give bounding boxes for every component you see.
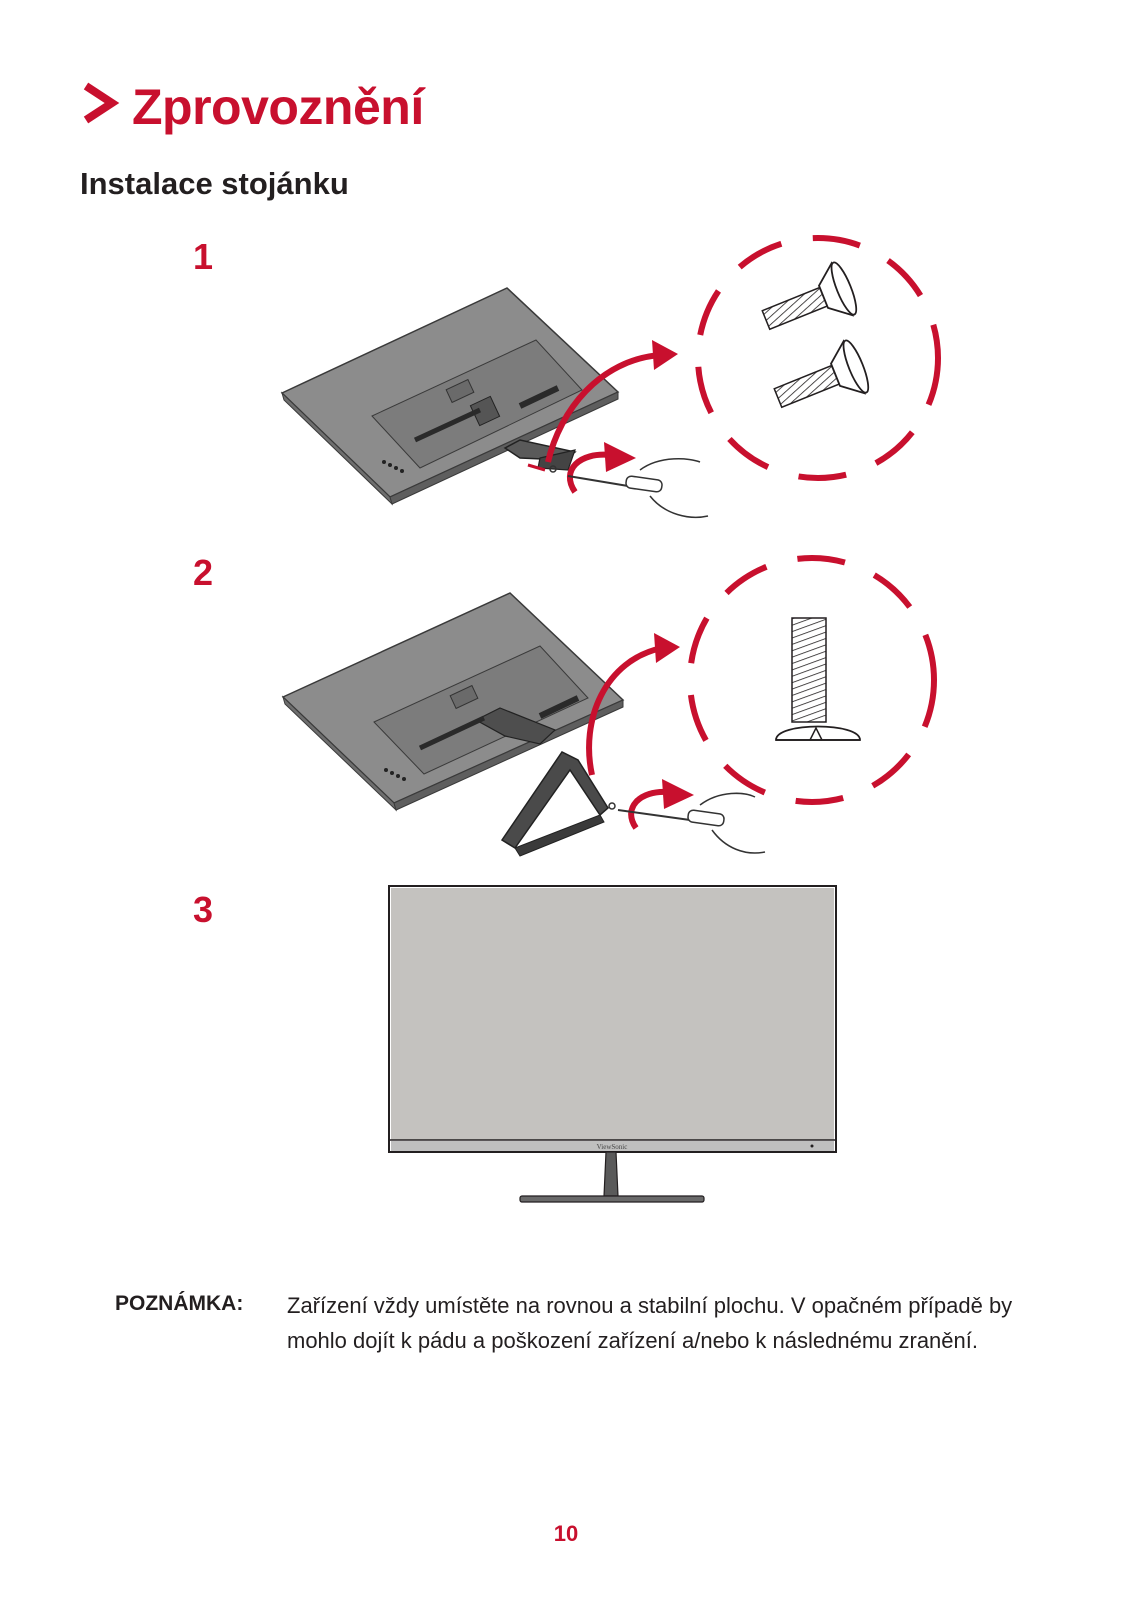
step-number-1: 1	[193, 236, 214, 277]
zoom-dashed-circle	[695, 235, 941, 481]
brand-logo: ViewSonic	[597, 1143, 628, 1151]
curved-arrow-icon	[586, 645, 663, 776]
page-title: Zprovoznění	[132, 79, 424, 135]
curved-arrow-icon	[567, 451, 611, 494]
step2-stand-base	[500, 751, 616, 857]
curved-arrow-icon	[628, 788, 669, 830]
curved-arrow-icon	[545, 352, 661, 463]
screw-icon	[761, 261, 858, 331]
step1-stand-neck	[503, 439, 577, 473]
step3-monitor-front	[388, 885, 837, 1203]
hand-icon	[639, 458, 709, 519]
note-label: POZNÁMKA:	[115, 1292, 244, 1315]
note-text: Zařízení vždy umístěte na rovnou a stabi…	[287, 1293, 1013, 1353]
zoom-dashed-circle	[687, 555, 937, 805]
hand-icon	[699, 792, 766, 854]
screw-icon	[773, 339, 870, 409]
step2-monitor	[281, 592, 625, 812]
step-number-2: 2	[193, 552, 214, 593]
screw-icon	[775, 617, 861, 741]
screwdriver-icon	[617, 809, 725, 827]
step-number-3: 3	[193, 889, 214, 930]
chevron-right-icon	[83, 82, 120, 124]
section-subtitle: Instalace stojánku	[80, 166, 349, 201]
step1-monitor	[280, 287, 620, 506]
screwdriver-icon	[567, 475, 663, 493]
page-number: 10	[553, 1521, 579, 1546]
